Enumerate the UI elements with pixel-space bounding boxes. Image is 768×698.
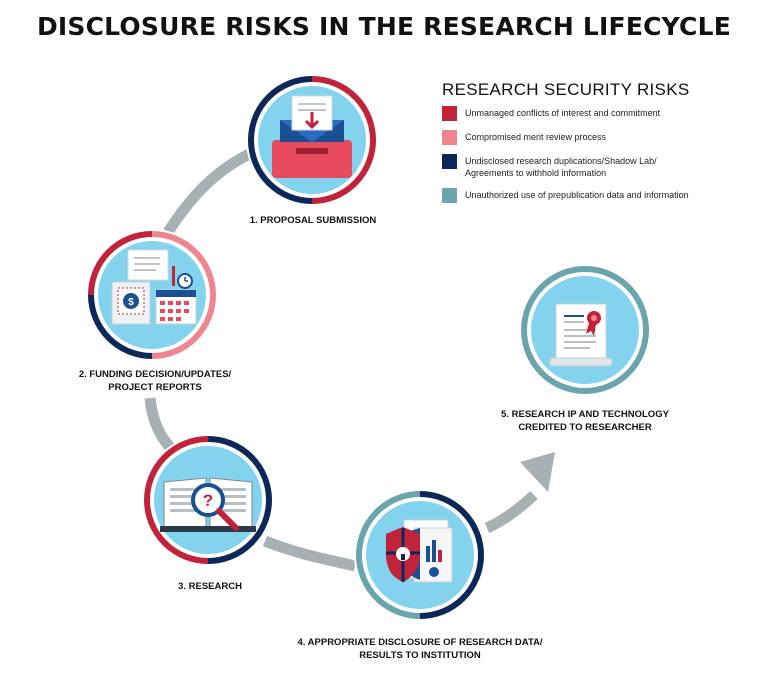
shield-lock-report-icon: [386, 519, 453, 583]
legend-item: Unmanaged conflicts of interest and comm…: [442, 106, 742, 121]
legend-item: Undisclosed research duplications/Shadow…: [442, 154, 742, 179]
stage-2-node: $: [86, 229, 218, 361]
stage-label-1: 1. PROPOSAL SUBMISSION: [249, 215, 377, 226]
page-title: DISCLOSURE RISKS IN THE RESEARCH LIFECYC…: [36, 12, 732, 41]
funding-documents-calendar-icon: $: [111, 249, 197, 325]
legend-swatch: [442, 130, 457, 145]
arrow-head: [520, 452, 555, 492]
stage-4-node: [354, 489, 486, 621]
legend-swatch: [442, 154, 457, 169]
legend-swatch: [442, 106, 457, 121]
legend-title: RESEARCH SECURITY RISKS: [442, 80, 690, 99]
open-book-magnifier-icon: ?: [160, 477, 256, 532]
svg-text:$: $: [128, 297, 134, 308]
inbox-tray-icon: [272, 95, 352, 178]
legend-label: Compromised merit review process: [465, 132, 607, 142]
risk-legend: RESEARCH SECURITY RISKS Unmanaged confli…: [442, 80, 742, 212]
stage-label-3: 3. RESEARCH: [178, 581, 242, 592]
legend-label: Unauthorized use of prepublication data …: [465, 190, 689, 200]
stage-label-2: 2. FUNDING DECISION/UPDATES/ PROJECT REP…: [78, 369, 232, 393]
stage-label-5: 5. RESEARCH IP AND TECHNOLOGY CREDITED T…: [501, 409, 669, 433]
legend-swatch: [442, 188, 457, 203]
legend-label: Unmanaged conflicts of interest and comm…: [465, 108, 661, 118]
svg-text:?: ?: [203, 491, 213, 510]
stage-5-node: [519, 264, 651, 396]
stage-1-node: [246, 74, 378, 206]
stage-label-4: 4. APPROPRIATE DISCLOSURE OF RESEARCH DA…: [297, 637, 543, 661]
legend-item: Unauthorized use of prepublication data …: [442, 188, 742, 203]
certificate-ribbon-icon: [549, 303, 613, 367]
legend-item: Compromised merit review process: [442, 130, 742, 145]
stage-3-node: ?: [142, 434, 274, 566]
legend-label: Undisclosed research duplications/Shadow…: [465, 156, 657, 178]
